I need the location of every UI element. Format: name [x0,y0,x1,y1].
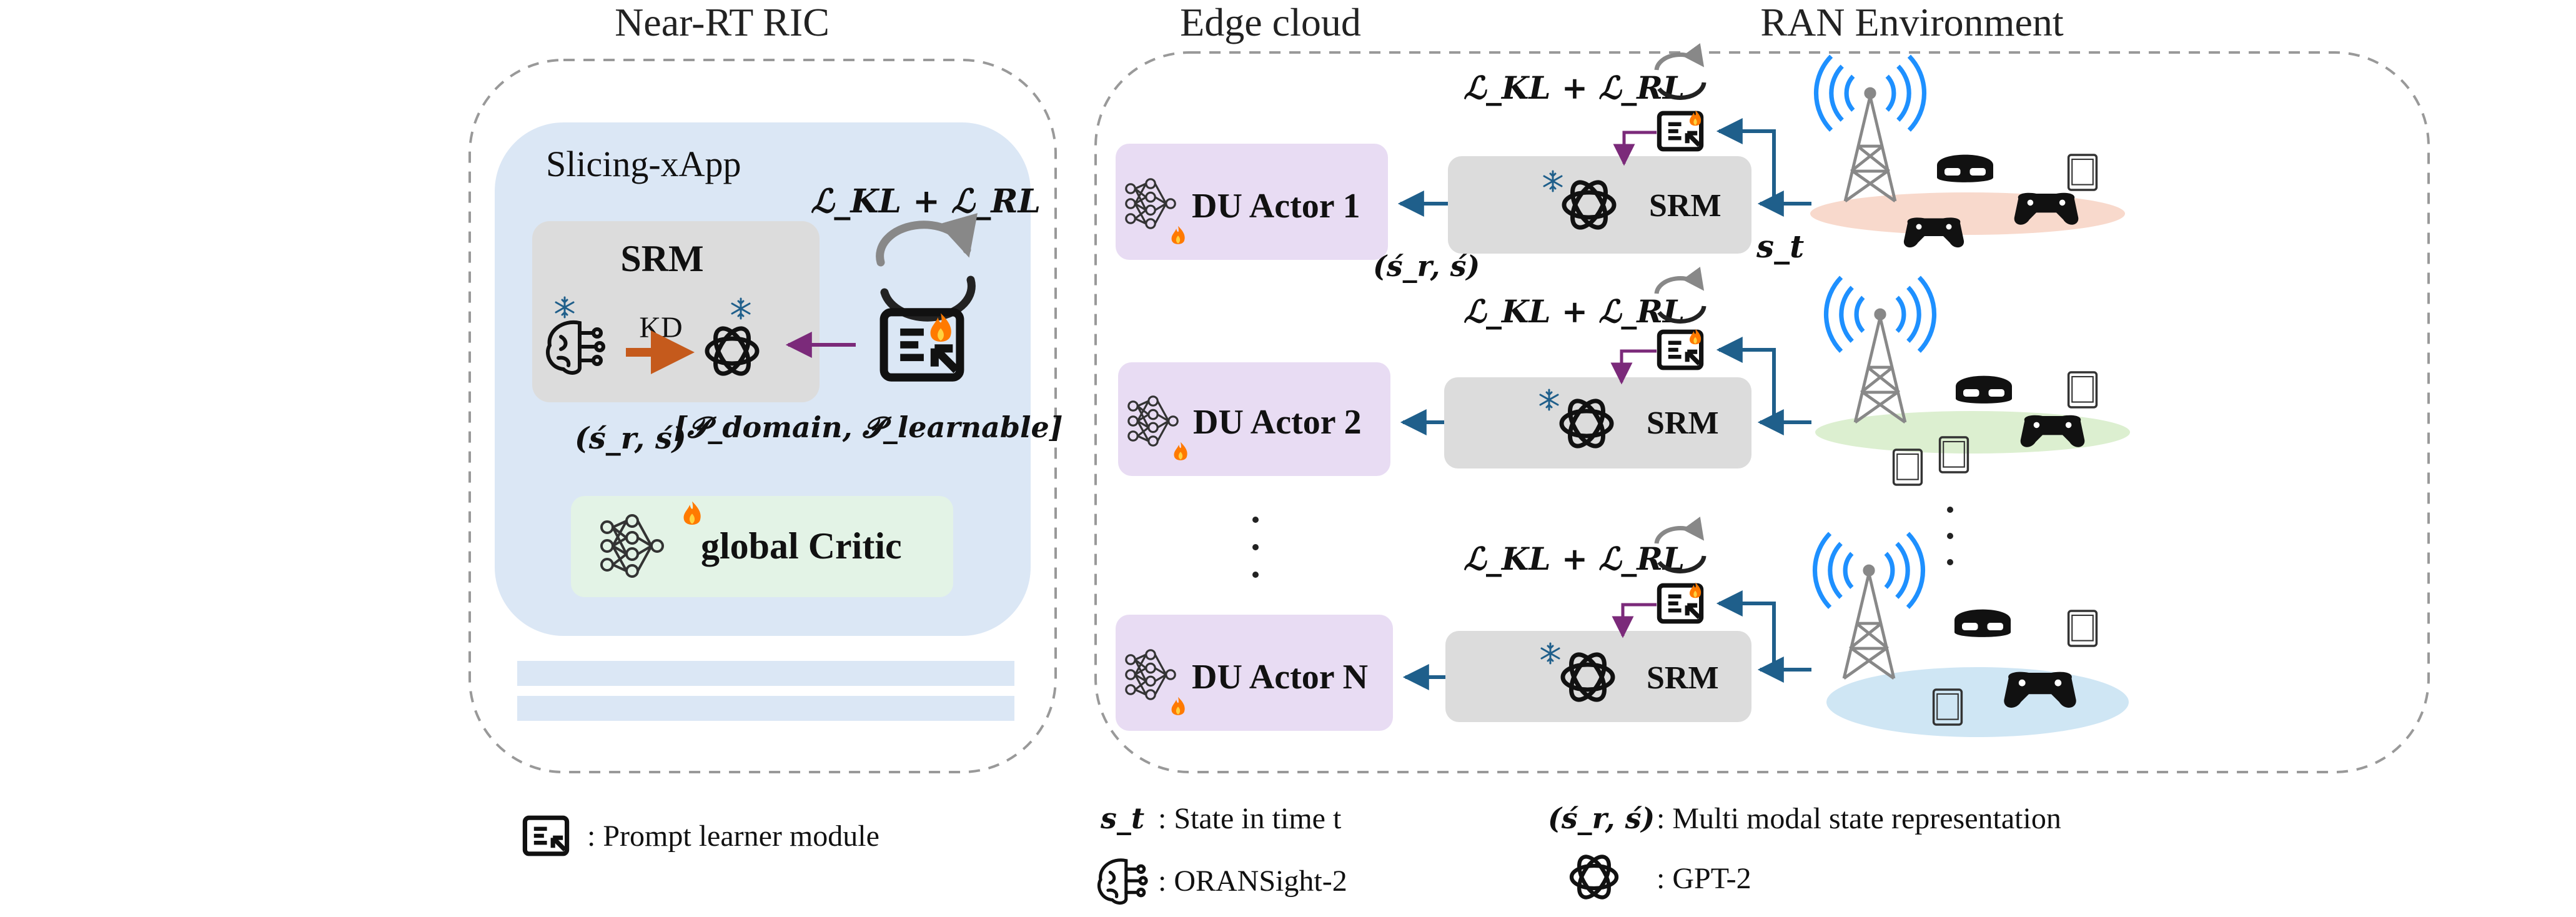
srm-box [1448,156,1751,254]
du-actor-label: DU Actor 1 [1192,187,1360,226]
xapp-state-representation: (ś_r, ś) [575,421,686,456]
tablet-icon [2067,371,2098,409]
cell-tower-icon [1826,277,1934,422]
legend-oransight: : ORANSight-2 [1158,865,1347,898]
refresh-icon [1654,517,1707,573]
section-title-edge-cloud: Edge cloud [1180,0,1361,44]
cell-tower-icon [1816,56,1925,201]
refresh-icon [1654,43,1707,100]
srm-label: SRM [1649,188,1721,224]
state-label: s_t [1756,228,1804,265]
prompt-parameters: [𝓟_domain, 𝓟_learnable] [673,410,1063,444]
loss-label: ℒ_KL + ℒ_RL [1464,540,1685,577]
xapp-loss-label: ℒ_KL + ℒ_RL [811,182,1041,221]
tablet-icon [2067,610,2098,647]
xapp-stack-bar [517,661,1014,686]
legend-state-desc: : State in time t [1158,802,1342,835]
legend-multimodal-symbol: (ś_r, ś) [1548,801,1655,835]
state-to-prompt-arrow [1716,337,1776,422]
srm-box [1445,631,1751,722]
legend-state-symbol: s_t [1100,801,1144,835]
vr-headset-icon [1954,609,2011,637]
actor-row-1: DU Actor 1 SRM (ś_r, ś) ℒ_KL + ℒ_RL s_t [1116,43,2125,283]
vr-headset-icon [1956,375,2012,404]
du-actor-label: DU Actor N [1192,658,1368,696]
actor-row-2: DU Actor 2 SRM ℒ_KL + ℒ_RL [1118,267,2130,486]
legend-prompt-learner-icon [525,818,567,854]
legend-oransight-icon [1099,860,1146,903]
cell-tower-icon [1815,533,1923,678]
state-to-prompt-arrow [1716,590,1776,670]
legend-prompt-learner: : Prompt learner module [587,820,879,853]
ran-coverage-area [1810,192,2125,235]
srm-box [1444,377,1751,468]
srm-label: SRM [1647,405,1719,441]
ellipsis-dots [1252,507,1953,578]
state-to-prompt-arrow [1716,118,1776,204]
loss-label: ℒ_KL + ℒ_RL [1464,293,1685,330]
global-critic-label: global Critic [701,525,902,567]
slicing-xapp-title: Slicing-xApp [546,144,741,184]
section-title-near-rt-ric: Near-RT RIC [615,0,830,44]
prompt-to-srm-arrow [1612,603,1657,638]
vr-headset-icon [1937,154,1993,182]
srm-label: SRM [1647,660,1719,696]
legend-multimodal: : Multi modal state representation [1657,802,2061,835]
refresh-icon [1654,267,1707,324]
gamepad-icon [1903,217,1964,248]
du-actor-box [1116,144,1388,260]
state-representation: (ś_r, ś) [1373,249,1480,283]
ran-coverage-area [1826,667,2129,737]
prompt-to-srm-arrow [1610,349,1657,385]
global-critic-box [571,496,953,597]
du-actor-label: DU Actor 2 [1193,403,1362,442]
loss-label: ℒ_KL + ℒ_RL [1464,69,1685,106]
prompt-to-srm-arrow [1613,131,1657,166]
legend-gpt2-icon [1572,852,1617,902]
tablet-icon [1892,449,1923,486]
refresh-icon [876,213,978,322]
du-actor-box [1118,362,1390,476]
tablet-icon [2067,154,2098,191]
section-title-ran-environment: RAN Environment [1760,0,2064,44]
xapp-srm-label: SRM [620,238,703,279]
actor-row-n: DU Actor N SRM ℒ_KL + ℒ_RL [1116,517,2129,737]
du-actor-box [1116,615,1393,731]
near-rt-ric-container [468,59,1057,773]
xapp-stack-bar [517,696,1014,721]
kd-label: KD [639,311,682,344]
legend-gpt2: : GPT-2 [1657,862,1751,895]
edge-ran-container [1094,51,2430,773]
